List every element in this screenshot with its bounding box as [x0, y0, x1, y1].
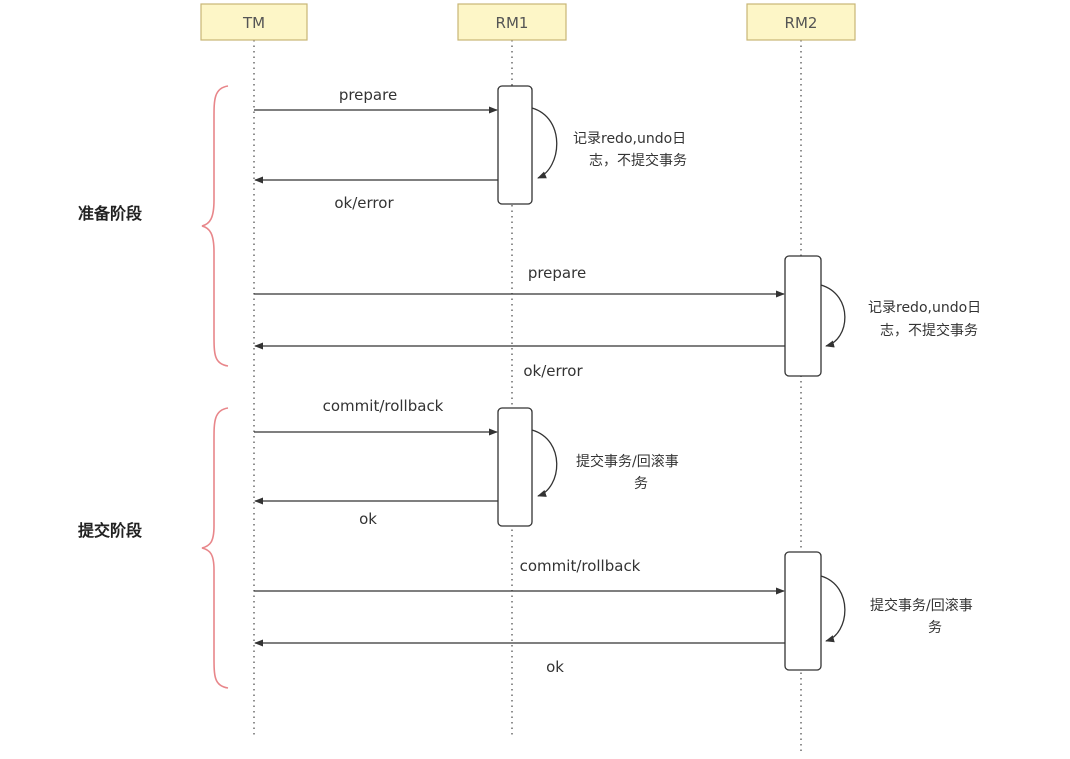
note-rm2-commit: 提交事务/回滚事 务 — [870, 597, 973, 636]
rm2-self-loop-commit — [820, 575, 846, 643]
message-label: commit/rollback — [520, 557, 641, 575]
note-rm2-prepare: 记录redo,undo日 志，不提交事务 — [868, 300, 981, 339]
rm2-activation-commit — [784, 551, 822, 671]
brace-prepare-phase — [201, 85, 229, 367]
rm1-self-loop-commit — [531, 429, 558, 497]
note-rm1-commit: 提交事务/回滚事 务 — [576, 453, 679, 492]
note-line: 志，不提交事务 — [880, 322, 978, 339]
note-line: 提交事务/回滚事 — [870, 597, 973, 614]
phase-label-prepare: 准备阶段 — [78, 204, 143, 223]
participant-rm1: RM1 — [457, 3, 567, 41]
rm1-activation-commit — [497, 407, 533, 527]
rm1-self-loop-prepare — [531, 107, 558, 179]
participant-label: RM1 — [496, 14, 529, 32]
phase-label-commit: 提交阶段 — [78, 521, 143, 540]
rm2-self-loop-prepare — [820, 284, 846, 348]
message-label: commit/rollback — [323, 397, 444, 415]
message-label: ok/error — [334, 194, 394, 212]
brace-commit-phase — [201, 407, 229, 689]
note-line: 志，不提交事务 — [589, 152, 687, 169]
rm2-activation-prepare — [784, 255, 822, 377]
note-line: 务 — [928, 620, 942, 636]
note-rm1-prepare: 记录redo,undo日 志，不提交事务 — [573, 131, 687, 169]
note-line: 务 — [634, 476, 648, 492]
participant-label: TM — [242, 14, 265, 32]
participant-label: RM2 — [785, 14, 818, 32]
rm1-activation-prepare — [497, 85, 533, 205]
note-line: 提交事务/回滚事 — [576, 453, 679, 470]
message-label: ok — [359, 510, 377, 528]
note-line: 记录redo,undo日 — [868, 300, 981, 316]
participant-tm: TM — [200, 3, 308, 41]
message-label: prepare — [339, 86, 397, 104]
participant-rm2: RM2 — [746, 3, 856, 41]
message-label: prepare — [528, 264, 586, 282]
note-line: 记录redo,undo日 — [573, 131, 686, 147]
message-label: ok/error — [523, 362, 583, 380]
message-label: ok — [546, 658, 564, 676]
